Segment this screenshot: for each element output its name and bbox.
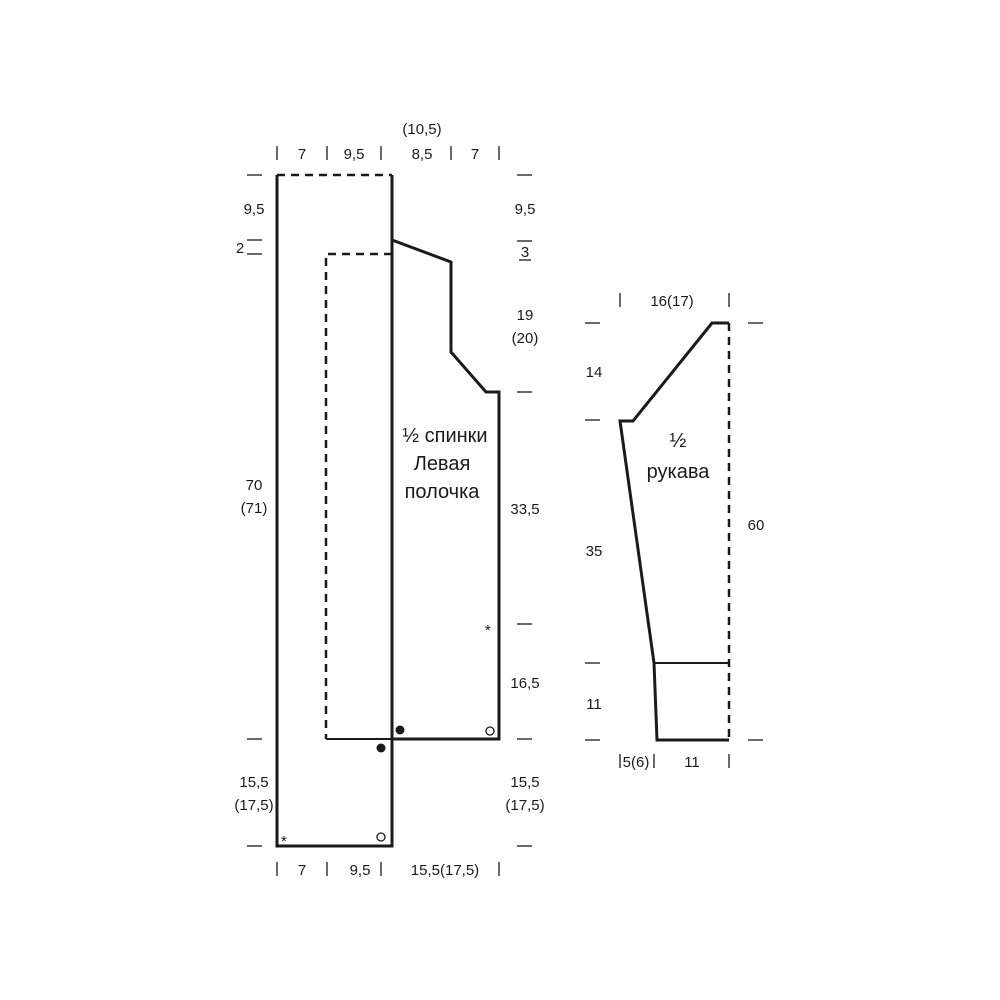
- right-height-hem-alt: (17,5): [505, 797, 544, 814]
- star-marker: *: [281, 833, 287, 850]
- sleeve-outline: [618, 321, 729, 742]
- sleeve-top-ticks: [619, 293, 730, 307]
- left-height-length-alt: (71): [241, 500, 268, 517]
- right-height-armhole: 19: [517, 307, 534, 324]
- sleeve-cuff-height: 11: [586, 696, 602, 713]
- bottom-width-3: 15,5(17,5): [411, 862, 479, 879]
- sleeve-bottom-right: 11: [684, 754, 700, 771]
- top-width-2: 9,5: [344, 146, 365, 163]
- right-height-ticks: [517, 174, 532, 847]
- top-width-4: 7: [471, 146, 479, 163]
- left-height-length: 70: [246, 477, 263, 494]
- sleeve-total-height: 60: [748, 517, 765, 534]
- left-height-hem-alt: (17,5): [234, 797, 273, 814]
- right-height-top: 9,5: [515, 201, 536, 218]
- top-dimension-ticks: [276, 146, 500, 160]
- body-title-line1: ½ спинки: [402, 425, 487, 447]
- body-title-line2: Левая: [414, 453, 471, 475]
- bottom-width-1: 7: [298, 862, 306, 879]
- sleeve-piece: ½ рукава 16(17) 14 35 11 60 5(6: [585, 293, 764, 771]
- back-outline: [391, 238, 501, 741]
- right-height-shoulder: 3: [521, 244, 529, 261]
- left-height-ticks: [247, 174, 262, 847]
- left-height-top: 9,5: [244, 201, 265, 218]
- top-width-1: 7: [298, 146, 306, 163]
- open-circle-marker: [376, 832, 386, 842]
- left-height-notch: 2: [236, 240, 244, 257]
- top-width-3: 8,5: [412, 146, 433, 163]
- filled-dot-marker: [395, 725, 405, 735]
- sleeve-right-ticks: [748, 322, 763, 741]
- left-height-hem: 15,5: [239, 774, 268, 791]
- sleeve-left-ticks: [585, 322, 600, 741]
- top-width-alt: (10,5): [402, 121, 441, 138]
- sleeve-bottom-ticks: [619, 754, 730, 768]
- open-circle-marker: [485, 726, 495, 736]
- right-height-lower: 16,5: [510, 675, 539, 692]
- bottom-dimension-ticks: [276, 862, 500, 876]
- front-band-outline: [275, 175, 394, 848]
- sleeve-title-line1: ½: [670, 430, 687, 452]
- right-height-side: 33,5: [510, 501, 539, 518]
- right-height-hem: 15,5: [510, 774, 539, 791]
- body-title-line3: полочка: [405, 481, 481, 503]
- sleeve-title-line2: рукава: [647, 461, 711, 483]
- filled-dot-marker: [376, 743, 386, 753]
- sleeve-body-height: 35: [586, 543, 603, 560]
- star-marker: *: [485, 622, 491, 639]
- body-piece: * * ½ спинки Левая полочка 7 9,5 (10,5) …: [234, 121, 544, 879]
- sleeve-cap-height: 14: [586, 364, 603, 381]
- inner-dashed-outline: [324, 252, 392, 739]
- right-height-armhole-alt: (20): [512, 330, 539, 347]
- sleeve-bottom-left: 5(6): [623, 754, 650, 771]
- bottom-width-2: 9,5: [350, 862, 371, 879]
- sleeve-top-width: 16(17): [650, 293, 693, 310]
